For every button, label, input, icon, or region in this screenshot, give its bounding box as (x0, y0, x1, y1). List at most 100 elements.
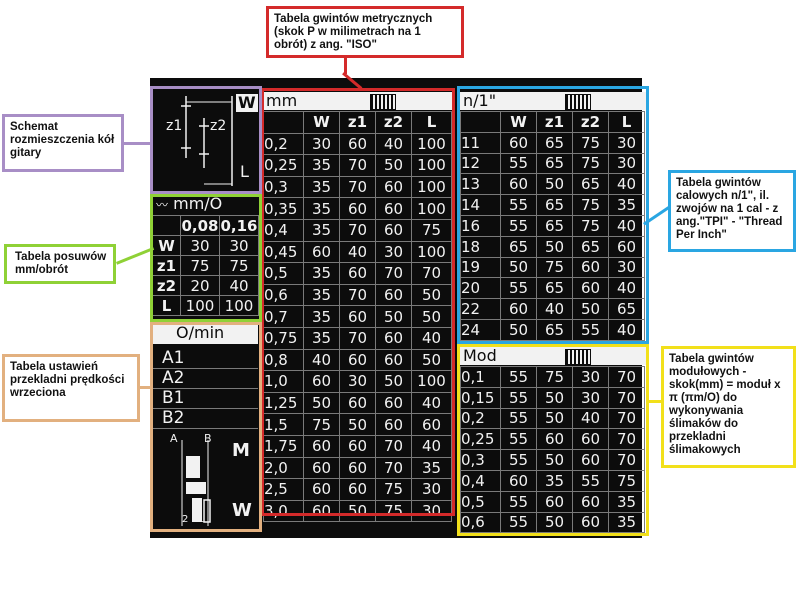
inch-cell: 65 (572, 173, 609, 196)
metric-cell: 50 (375, 154, 412, 177)
callout-gear-scheme: Schemat rozmieszczenia kół gitary (2, 114, 124, 172)
metric-cell: 30 (411, 499, 452, 523)
metric-cell: 60 (303, 478, 340, 501)
inch-frame (457, 86, 649, 344)
callout-inch: Tabela gwintów calowych n/1", il. zwojów… (668, 170, 796, 252)
metric-cell: 60 (303, 240, 340, 264)
inch-panel-header: n/1" (459, 92, 647, 110)
metric-col-header: L (411, 111, 452, 134)
gear-label-z2: z2 (210, 118, 227, 134)
module-cell: 55 (500, 386, 537, 409)
module-cell: 55 (572, 469, 609, 492)
spindle-row-divider (152, 408, 258, 409)
spindle-row-divider (152, 388, 258, 389)
callout-feed: Tabela posuwów mm/obrót (4, 244, 116, 284)
metric-cell: 35 (411, 456, 452, 480)
metric-col-header: z2 (375, 111, 412, 134)
metric-row-label: 1,25 (263, 391, 304, 415)
inch-cell: 40 (608, 214, 645, 237)
spindle-frame (150, 322, 262, 532)
gear-train-diagram-icon (181, 96, 233, 186)
metric-row-label: 1,75 (263, 434, 304, 458)
inch-cell: 65 (536, 152, 573, 175)
gear-scheme-panel: z1 z2 L (152, 88, 260, 192)
metric-row-label: 2,0 (263, 456, 304, 480)
inch-cell: 50 (500, 256, 537, 279)
metric-cell: 60 (375, 175, 412, 199)
callout-module: Tabela gwintów modułowych - skok(mm) = m… (661, 346, 796, 468)
spindle-item: A2 (162, 368, 185, 388)
gearbox-label-two: 2 (182, 514, 189, 525)
gear-label-l: L (240, 162, 249, 181)
module-cell: 60 (500, 469, 537, 492)
inch-cell: 60 (572, 256, 609, 279)
metric-cell: 35 (303, 218, 340, 242)
module-panel-title: Mod (463, 346, 497, 365)
metric-frame (261, 88, 455, 516)
spindle-item: A1 (162, 348, 185, 368)
module-row-label: 0,1 (460, 366, 501, 388)
gearbox-label-b: B (204, 432, 212, 445)
inch-cell: 60 (608, 235, 645, 258)
metric-cell: 50 (375, 305, 412, 328)
metric-cell: 70 (339, 218, 376, 242)
connector-feed (116, 247, 155, 265)
metric-cell: 100 (411, 175, 452, 199)
module-row-label: 0,6 (460, 511, 501, 534)
feed-row-label: L (152, 295, 181, 316)
metric-row-label: 0,45 (263, 240, 304, 264)
spindle-panel-header: O/min (152, 324, 258, 344)
metric-cell: 70 (339, 283, 376, 307)
inch-panel-title: n/1" (463, 91, 497, 110)
inch-cell: 30 (608, 152, 645, 175)
gear-scheme-frame (150, 86, 262, 194)
metric-row-label: 1,0 (263, 370, 304, 393)
spindle-item: B1 (162, 388, 185, 408)
feed-cell: 30 (180, 235, 220, 256)
gearbox-label-a: A (170, 432, 178, 445)
metric-row-label: 0,7 (263, 305, 304, 328)
feed-panel-header: 〰 mm/O (152, 195, 260, 215)
module-cell: 55 (500, 366, 537, 388)
module-cell: 35 (536, 469, 573, 492)
callout-spindle: Tabela ustawień przekladni prędkości wrz… (2, 354, 140, 422)
thread-icon (370, 94, 396, 110)
module-cell: 60 (572, 490, 609, 513)
inch-cell: 65 (536, 131, 573, 154)
metric-row-label: 0,2 (263, 132, 304, 156)
gearbox-label-m: M (232, 440, 250, 461)
module-row-label: 0,5 (460, 490, 501, 513)
feed-row-label: z1 (152, 255, 181, 276)
spindle-panel: O/min A1 A2 B1 B2 A B M W 1 2 (152, 324, 260, 530)
metric-cell: 75 (375, 478, 412, 501)
inch-cell: 50 (500, 318, 537, 341)
thread-icon (565, 349, 591, 365)
connector-spindle (140, 386, 152, 389)
metric-cell: 70 (411, 262, 452, 285)
inch-cell: 55 (500, 277, 537, 300)
feed-cell: 100 (219, 295, 259, 316)
metric-row-label: 0,35 (263, 197, 304, 220)
module-cell: 60 (572, 449, 609, 471)
feed-cell: 75 (180, 255, 220, 276)
metric-cell: 60 (375, 348, 412, 372)
metric-cell: 60 (375, 197, 412, 220)
metric-cell: 35 (303, 283, 340, 307)
metric-cell: 50 (303, 391, 340, 415)
